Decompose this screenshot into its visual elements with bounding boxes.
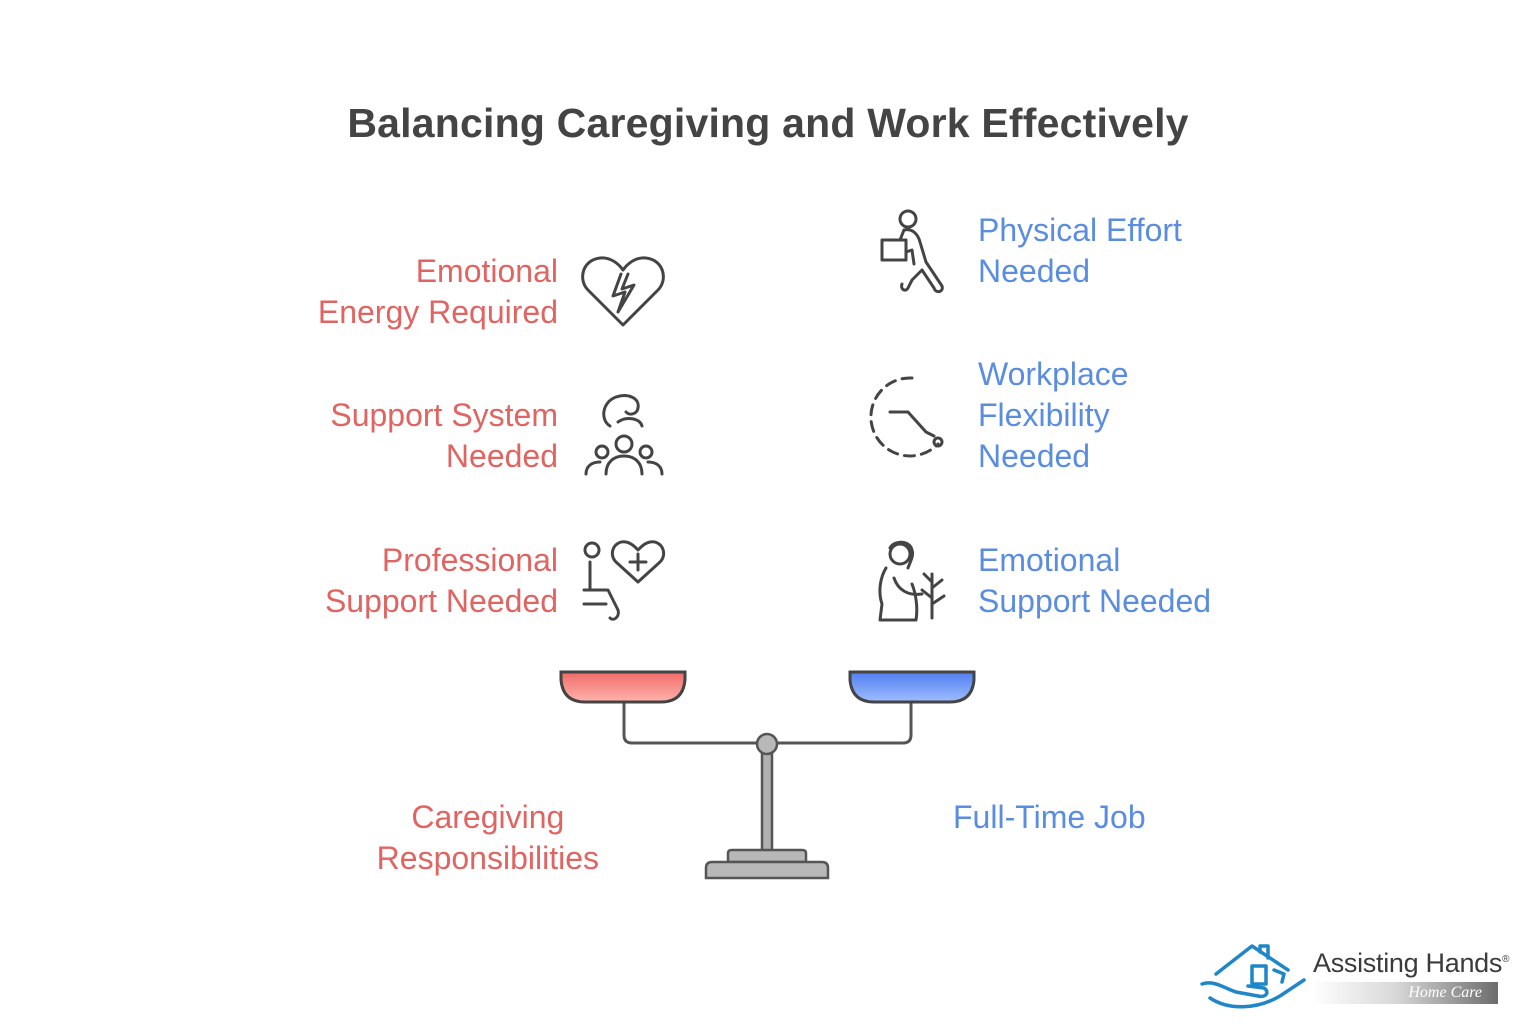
- logo-name: Assisting Hands®: [1313, 948, 1510, 978]
- registered-mark: ®: [1502, 954, 1510, 965]
- scale-left-label: Caregiving Responsibilities: [376, 799, 599, 876]
- left-item-professional-support: Professional Support Needed: [324, 542, 558, 619]
- person-carrying-box-icon: [878, 208, 950, 294]
- right-item-workplace-flexibility: Workplace Flexibility Needed: [978, 356, 1129, 474]
- house-hand-logo-icon: [1200, 944, 1306, 1009]
- support-group-icon: [582, 392, 666, 480]
- scale-right-label: Full-Time Job: [953, 799, 1146, 835]
- scale-right-pan: [848, 670, 976, 704]
- assisting-hands-logo: Assisting Hands® Home Care: [1200, 940, 1510, 1010]
- scale-post: [760, 743, 774, 855]
- page-title: Balancing Caregiving and Work Effectivel…: [347, 100, 1189, 146]
- logo-subtitle: Home Care: [1408, 984, 1482, 1001]
- right-item-physical-effort: Physical Effort Needed: [978, 212, 1182, 289]
- logo-subtitle-bar: Home Care: [1312, 982, 1498, 1004]
- heart-lightning-icon: [580, 254, 666, 330]
- left-item-emotional-energy: Emotional Energy Required: [317, 253, 558, 330]
- scale-base-top: [726, 848, 808, 864]
- left-item-support-system: Support System Needed: [330, 397, 558, 474]
- scale-pivot: [755, 732, 779, 756]
- scale-base: [704, 860, 830, 880]
- woman-plant-icon: [872, 538, 954, 626]
- dashed-clock-icon: [869, 374, 956, 460]
- scale-left-pan: [559, 670, 687, 704]
- therapy-heart-icon: [580, 538, 668, 624]
- right-item-emotional-support: Emotional Support Needed: [978, 542, 1212, 619]
